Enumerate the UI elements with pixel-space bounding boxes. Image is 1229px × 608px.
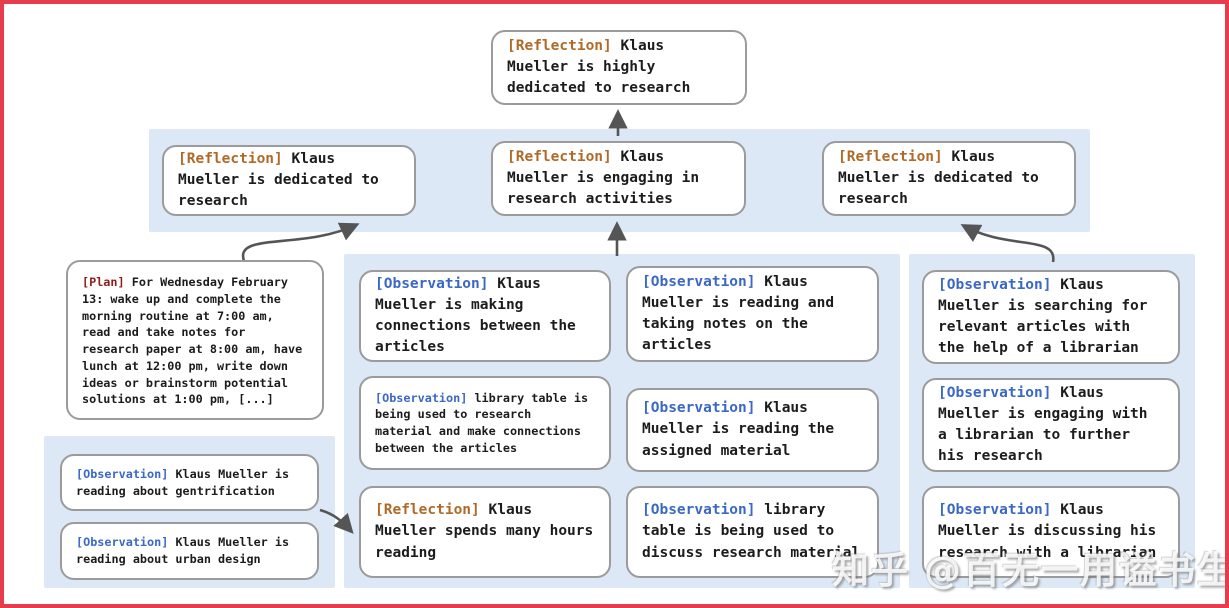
node-text: [Observation] Klaus Mueller is discussin… — [938, 502, 1157, 561]
node-text: [Observation] Klaus Mueller is making co… — [375, 275, 576, 356]
observation-node-library-research: [Observation] library table is being use… — [359, 376, 611, 470]
observation-tag: [Observation] — [938, 502, 1052, 519]
observation-node-taking-notes: [Observation] Klaus Mueller is reading a… — [626, 266, 879, 362]
observation-tag: [Observation] — [375, 390, 468, 405]
node-text: [Observation] Klaus Mueller is reading a… — [76, 535, 290, 566]
reflection-tag: [Reflection] — [178, 150, 283, 167]
observation-node-searching-articles: [Observation] Klaus Mueller is searching… — [922, 270, 1180, 364]
observation-node-discussing-librarian: [Observation] Klaus Mueller is discussin… — [922, 486, 1180, 578]
reflection-tag: [Reflection] — [375, 502, 480, 519]
node-text: [Reflection] Klaus Mueller is engaging i… — [507, 148, 700, 208]
observation-node-connections: [Observation] Klaus Mueller is making co… — [359, 270, 611, 362]
observation-node-urban-design: [Observation] Klaus Mueller is reading a… — [60, 522, 319, 580]
plan-node: [Plan] For Wednesday February 13: wake u… — [66, 260, 324, 420]
zhihu-logo-text: 知乎 — [832, 549, 910, 592]
observation-tag: [Observation] — [938, 384, 1052, 401]
node-text: [Observation] Klaus Mueller is searching… — [938, 276, 1148, 357]
observation-node-library-discuss: [Observation] library table is being use… — [626, 486, 879, 578]
observation-tag: [Observation] — [375, 275, 489, 292]
node-text: [Observation] Klaus Mueller is reading t… — [642, 400, 835, 459]
observation-tag: [Observation] — [76, 466, 169, 481]
observation-tag: [Observation] — [642, 273, 756, 290]
reflection-node-left: [Reflection] Klaus Mueller is dedicated … — [162, 145, 416, 216]
reflection-node-right: [Reflection] Klaus Mueller is dedicated … — [822, 141, 1076, 216]
reflection-tag: [Reflection] — [507, 37, 612, 54]
node-text: [Plan] For Wednesday February 13: wake u… — [82, 275, 303, 407]
node-text: [Observation] Klaus Mueller is reading a… — [76, 466, 290, 498]
observation-tag: [Observation] — [642, 400, 756, 417]
observation-tag: [Observation] — [76, 535, 169, 550]
observation-node-gentrification: [Observation] Klaus Mueller is reading a… — [60, 454, 319, 511]
reflection-node-mid: [Reflection] Klaus Mueller is engaging i… — [491, 141, 746, 216]
reflection-tag: [Reflection] — [507, 148, 612, 165]
node-text: [Reflection] Klaus Mueller spends many h… — [375, 502, 594, 561]
reflection-node-hours-reading: [Reflection] Klaus Mueller spends many h… — [359, 486, 611, 578]
observation-node-engaging-librarian: [Observation] Klaus Mueller is engaging … — [922, 378, 1180, 472]
zhihu-watermark: 知乎 @百无一用谥书生 — [832, 540, 1229, 594]
reflection-tag: [Reflection] — [838, 148, 943, 165]
plan-tag: [Plan] — [82, 275, 125, 289]
node-text: [Reflection] Klaus Mueller is dedicated … — [178, 150, 379, 210]
observation-node-assigned-material: [Observation] Klaus Mueller is reading t… — [626, 388, 879, 472]
node-text: [Observation] library table is being use… — [642, 502, 861, 561]
watermark-username: @百无一用谥书生 — [924, 549, 1229, 592]
node-text: [Observation] Klaus Mueller is reading a… — [642, 273, 835, 354]
node-text: [Observation] Klaus Mueller is engaging … — [938, 384, 1148, 465]
node-text: [Reflection] Klaus Mueller is dedicated … — [838, 148, 1039, 208]
observation-tag: [Observation] — [938, 276, 1052, 293]
node-text: [Observation] library table is being use… — [375, 390, 589, 455]
observation-tag: [Observation] — [642, 502, 756, 519]
node-text: [Reflection] Klaus Mueller is highly ded… — [507, 37, 691, 97]
reflection-node-root: [Reflection] Klaus Mueller is highly ded… — [491, 30, 747, 105]
